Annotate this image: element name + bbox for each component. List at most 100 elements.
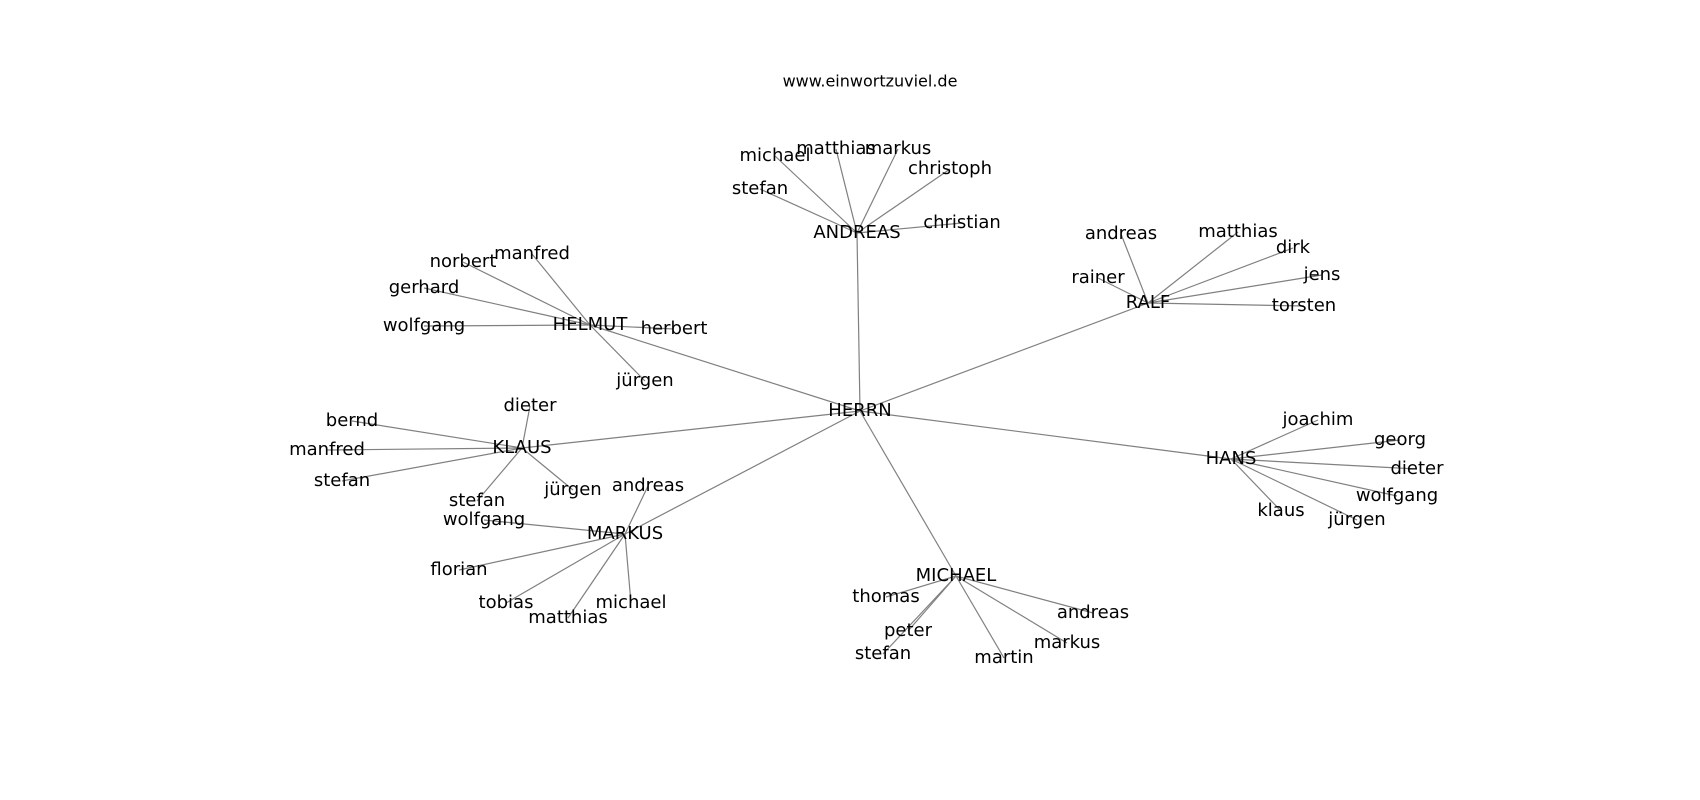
- hub-node-andreas: ANDREAS: [813, 222, 900, 243]
- leaf-node-markus-4: matthias: [528, 607, 608, 628]
- leaf-node-andreas-0: michael: [740, 145, 811, 166]
- leaf-node-michael-1: andreas: [1057, 602, 1129, 623]
- edge-hans-3: [1230, 458, 1398, 497]
- edge-helmut-1: [531, 253, 591, 326]
- edge-michael-5: [955, 575, 1005, 659]
- edge-hans-2: [1230, 458, 1418, 470]
- leaf-node-ralf-1: matthias: [1198, 221, 1278, 242]
- edge-hans-5: [1230, 458, 1358, 521]
- leaf-node-hans-5: jürgen: [1327, 509, 1385, 530]
- leaf-node-helmut-4: herbert: [641, 318, 708, 339]
- edge-hans-1: [1230, 439, 1401, 460]
- edge-ralf-3: [1097, 277, 1149, 304]
- edge-klaus-1: [351, 420, 523, 449]
- edge-helmut-0: [462, 261, 591, 326]
- edge-root-michael: [859, 410, 957, 577]
- edge-helmut-5: [589, 324, 646, 382]
- edge-hans-0: [1230, 419, 1319, 460]
- edge-helmut-3: [423, 324, 591, 327]
- hub-node-klaus: KLAUS: [492, 437, 551, 458]
- leaf-node-michael-5: martin: [974, 647, 1033, 668]
- leaf-node-hans-1: georg: [1374, 429, 1426, 450]
- edge-markus-0: [624, 485, 649, 535]
- edge-andreas-1: [835, 148, 858, 234]
- leaf-node-michael-3: markus: [1034, 632, 1101, 653]
- edge-markus-3: [505, 533, 626, 604]
- leaf-node-helmut-5: jürgen: [615, 370, 673, 391]
- leaf-node-klaus-0: dieter: [503, 395, 557, 416]
- edge-root-helmut: [589, 324, 861, 412]
- hub-node-ralf: RALF: [1126, 292, 1170, 313]
- leaf-node-markus-5: michael: [596, 592, 667, 613]
- leaf-node-ralf-4: jens: [1303, 264, 1341, 285]
- leaf-node-klaus-3: stefan: [314, 470, 370, 491]
- leaf-node-ralf-2: dirk: [1276, 237, 1311, 258]
- edge-andreas-5: [856, 222, 963, 234]
- hub-node-michael: MICHAEL: [916, 565, 997, 586]
- leaf-node-michael-2: peter: [884, 620, 933, 641]
- leaf-node-markus-3: tobias: [479, 592, 534, 613]
- edge-michael-0: [885, 575, 957, 598]
- edge-root-markus: [624, 410, 861, 535]
- edge-root-ralf: [859, 302, 1149, 412]
- leaf-node-hans-0: joachim: [1282, 409, 1354, 430]
- edge-root-klaus: [521, 410, 861, 449]
- hub-node-helmut: HELMUT: [553, 314, 629, 335]
- leaf-node-helmut-0: norbert: [430, 251, 497, 272]
- hub-node-hans: HANS: [1206, 448, 1257, 469]
- edge-markus-4: [567, 533, 626, 619]
- edge-ralf-4: [1147, 274, 1323, 304]
- leaf-node-andreas-3: christoph: [908, 158, 992, 179]
- leaf-node-helmut-2: gerhard: [389, 277, 460, 298]
- leaf-node-andreas-4: stefan: [732, 178, 788, 199]
- edge-andreas-0: [774, 155, 858, 234]
- edge-ralf-2: [1147, 247, 1294, 304]
- edge-ralf-5: [1147, 302, 1305, 307]
- leaf-node-klaus-2: manfred: [289, 439, 365, 460]
- leaf-node-ralf-5: torsten: [1272, 295, 1336, 316]
- edge-klaus-2: [326, 447, 523, 451]
- leaf-node-ralf-3: rainer: [1071, 267, 1125, 288]
- leaf-node-klaus-1: bernd: [326, 410, 378, 431]
- edge-markus-1: [483, 519, 626, 535]
- edge-hans-4: [1230, 458, 1282, 512]
- label-layer: HERRNANDREASmichaelmatthiasmarkuschristo…: [289, 138, 1444, 668]
- edge-michael-4: [882, 575, 957, 655]
- leaf-node-michael-0: thomas: [852, 586, 919, 607]
- leaf-node-ralf-0: andreas: [1085, 223, 1157, 244]
- edge-andreas-3: [856, 168, 951, 234]
- edge-klaus-5: [476, 447, 523, 502]
- edge-klaus-3: [341, 447, 523, 482]
- leaf-node-markus-0: andreas: [612, 475, 684, 496]
- leaf-node-michael-4: stefan: [855, 643, 911, 664]
- leaf-node-andreas-1: matthias: [796, 138, 876, 159]
- edge-markus-2: [458, 533, 626, 571]
- edge-klaus-0: [521, 405, 531, 449]
- hub-node-markus: MARKUS: [587, 523, 663, 544]
- edge-klaus-4: [521, 447, 574, 491]
- edge-ralf-0: [1120, 233, 1149, 304]
- edge-root-hans: [859, 410, 1232, 460]
- leaf-node-hans-2: dieter: [1390, 458, 1444, 479]
- site-url: www.einwortzuviel.de: [783, 72, 958, 91]
- edge-layer: [326, 148, 1418, 659]
- leaf-node-helmut-1: manfred: [494, 243, 570, 264]
- edge-andreas-4: [759, 188, 858, 234]
- edge-ralf-1: [1147, 231, 1239, 304]
- root-node-label: HERRN: [828, 400, 891, 421]
- edge-michael-1: [955, 575, 1094, 614]
- leaf-node-helmut-3: wolfgang: [383, 315, 465, 336]
- edge-michael-3: [955, 575, 1068, 644]
- leaf-node-markus-2: florian: [430, 559, 487, 580]
- leaf-node-andreas-2: markus: [865, 138, 932, 159]
- leaf-node-klaus-4: jürgen: [543, 479, 601, 500]
- edge-markus-5: [624, 533, 632, 604]
- leaf-node-markus-1: wolfgang: [443, 509, 525, 530]
- leaf-node-klaus-5: stefan: [449, 490, 505, 511]
- edge-root-andreas: [856, 232, 861, 412]
- leaf-node-andreas-5: christian: [923, 212, 1001, 233]
- edge-helmut-4: [589, 324, 675, 330]
- edge-helmut-2: [423, 287, 591, 326]
- edge-andreas-2: [856, 148, 899, 234]
